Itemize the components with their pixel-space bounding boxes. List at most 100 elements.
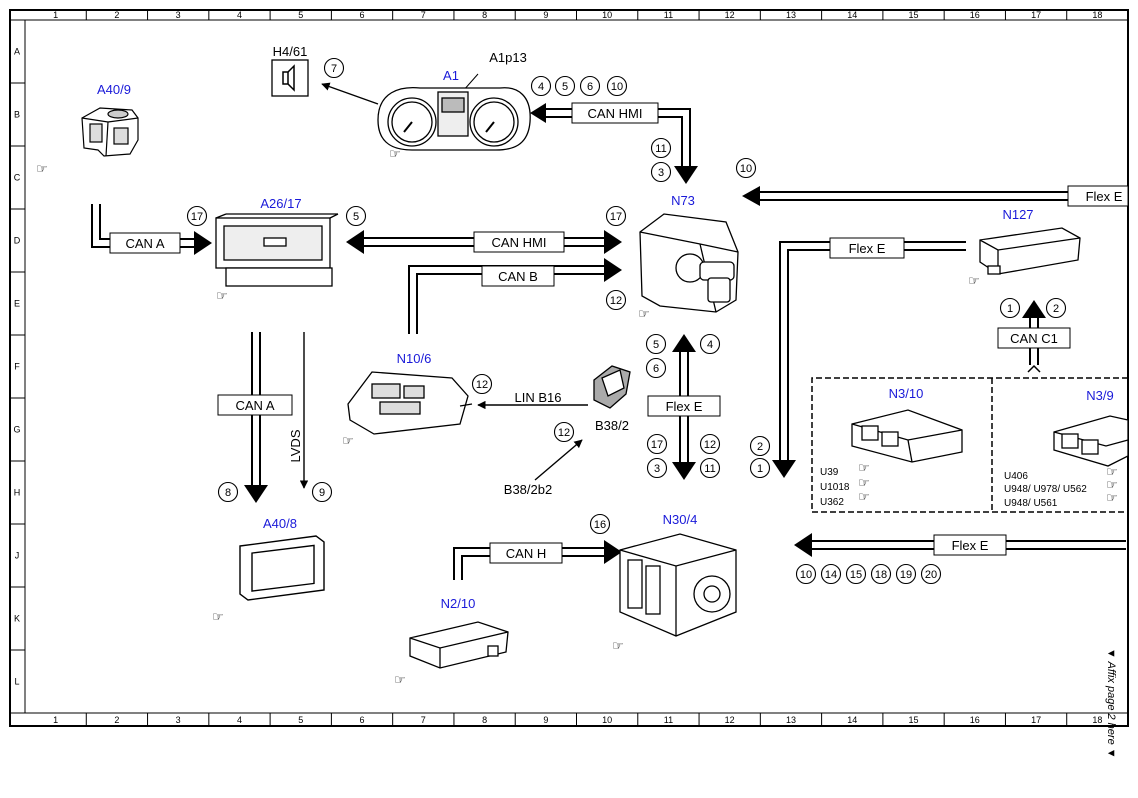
label-a40-9: A40/9	[97, 82, 131, 97]
bus-label-can-hmi-top: CAN HMI	[588, 106, 643, 121]
svg-text:17: 17	[610, 211, 622, 223]
marker-3: 3	[650, 161, 672, 183]
bus-labels: CAN HMI Flex E CAN A CAN HMI CAN B Flex …	[109, 102, 1129, 564]
marker-7: 7	[323, 57, 345, 79]
bus-label-flex-e-n127: Flex E	[849, 241, 886, 256]
svg-text:6: 6	[653, 363, 659, 375]
bus-label-can-h: CAN H	[506, 546, 546, 561]
component-n127	[979, 227, 1081, 275]
svg-text:14: 14	[825, 569, 837, 581]
marker-2: 2	[1045, 297, 1067, 319]
grid-col-label: 8	[482, 10, 487, 20]
reference-hand-icon[interactable]: ☞	[216, 289, 228, 304]
component-b38-2	[593, 365, 631, 409]
svg-text:8: 8	[225, 487, 231, 499]
marker-11: 11	[650, 137, 672, 159]
marker-12: 12	[471, 373, 493, 395]
grid-col-label: 12	[725, 715, 735, 725]
svg-text:2: 2	[1053, 303, 1059, 315]
label-n2-10: N2/10	[441, 596, 476, 611]
reference-hand-icon[interactable]: ☞	[858, 490, 870, 505]
reference-hand-icon[interactable]: ☞	[1106, 478, 1118, 493]
svg-text:5: 5	[653, 339, 659, 351]
svg-text:12: 12	[610, 295, 622, 307]
grid-col-label: 2	[114, 715, 119, 725]
grid-col-label: 5	[298, 10, 303, 20]
label-n127: N127	[1002, 207, 1033, 222]
svg-text:12: 12	[558, 427, 570, 439]
svg-text:1: 1	[757, 463, 763, 475]
grid-col-label: 8	[482, 715, 487, 725]
grid-col-label: 14	[847, 715, 857, 725]
svg-text:6: 6	[587, 81, 593, 93]
grid-row-label: C	[14, 173, 21, 183]
variant-n3-9-1: U948/ U978/ U562	[1004, 484, 1087, 495]
grid-row-label: J	[15, 551, 20, 561]
label-b38-2b2: B38/2b2	[504, 482, 552, 497]
marker-12: 12	[605, 289, 627, 311]
svg-text:10: 10	[740, 163, 752, 175]
svg-text:4: 4	[538, 81, 544, 93]
reference-hand-icon[interactable]: ☞	[858, 461, 870, 476]
component-n3-9	[1053, 415, 1129, 467]
svg-text:3: 3	[654, 463, 660, 475]
variant-n3-9-2: U948/ U561	[1004, 498, 1058, 509]
grid-row-label: F	[14, 362, 20, 372]
component-labels: A40/9 A1 A1p13 H4/61 A26/17 N73 N127 N10…	[97, 44, 1114, 611]
grid-col-label: 3	[176, 715, 181, 725]
reference-hand-icon[interactable]: ☞	[638, 307, 650, 322]
grid-col-label: 1	[53, 715, 58, 725]
reference-hand-icon[interactable]: ☞	[1106, 465, 1118, 480]
reference-hand-icon[interactable]: ☞	[1106, 491, 1118, 506]
variant-n3-10-1: U1018	[820, 482, 850, 493]
grid-row-label: D	[14, 236, 21, 246]
grid-row-label: G	[13, 425, 20, 435]
reference-hand-icon[interactable]: ☞	[858, 476, 870, 491]
marker-17: 17	[186, 205, 208, 227]
svg-text:4: 4	[707, 339, 713, 351]
marker-1: 1	[999, 297, 1021, 319]
grid-row-label: K	[14, 614, 20, 624]
reference-hand-icon[interactable]: ☞	[968, 274, 980, 289]
reference-hand-icon[interactable]: ☞	[612, 639, 624, 654]
grid-col-label: 9	[543, 715, 548, 725]
marker-17: 17	[605, 205, 627, 227]
bus-label-can-a-left: CAN A	[125, 236, 164, 251]
reference-hand-icon[interactable]: ☞	[342, 434, 354, 449]
grid-col-label: 7	[421, 10, 426, 20]
label-h4-61: H4/61	[273, 44, 308, 59]
svg-text:18: 18	[875, 569, 887, 581]
svg-text:10: 10	[800, 569, 812, 581]
label-n3-10: N3/10	[889, 386, 924, 401]
marker-16: 16	[589, 513, 611, 535]
component-n2-10	[409, 621, 509, 669]
marker-17: 17	[646, 433, 668, 455]
bus-label-flex-e-bottom: Flex E	[952, 538, 989, 553]
grid-col-label: 18	[1092, 715, 1102, 725]
reference-hand-icon[interactable]: ☞	[212, 610, 224, 625]
reference-hand-icon[interactable]: ☞	[36, 162, 48, 177]
marker-4: 4	[530, 75, 552, 97]
grid-col-label: 4	[237, 10, 242, 20]
svg-text:3: 3	[658, 167, 664, 179]
affix-note: ▼ Affix page 2 here ▼	[1105, 648, 1117, 759]
bus-lines	[91, 73, 1126, 580]
component-a26-17	[215, 213, 339, 287]
marker-4: 4	[699, 333, 721, 355]
grid-col-label: 13	[786, 715, 796, 725]
marker-12: 12	[699, 433, 721, 455]
component-n30-4	[619, 533, 737, 637]
svg-text:17: 17	[651, 439, 663, 451]
grid-col-label: 5	[298, 715, 303, 725]
label-a26-17: A26/17	[260, 196, 301, 211]
reference-hand-icon[interactable]: ☞	[394, 673, 406, 688]
marker-14: 14	[820, 563, 842, 585]
reference-hand-icon[interactable]: ☞	[389, 147, 401, 162]
grid-col-label: 15	[909, 10, 919, 20]
grid-col-label: 17	[1031, 10, 1041, 20]
grid-row-label: L	[14, 677, 19, 687]
bus-label-can-b: CAN B	[498, 269, 538, 284]
label-n73: N73	[671, 193, 695, 208]
